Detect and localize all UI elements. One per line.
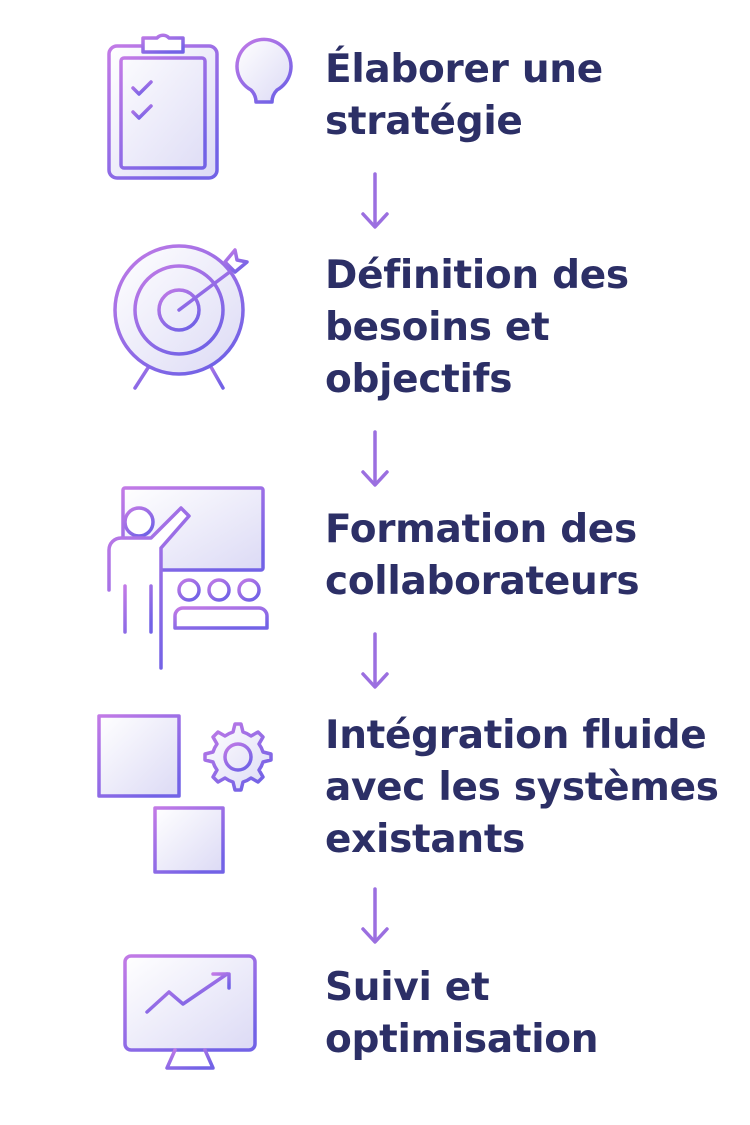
step-4-icon (95, 712, 295, 874)
step-5-icon (95, 950, 295, 1110)
step-2-line-2: besoins et (325, 305, 550, 350)
step-1-line-1: Élaborer une (325, 47, 603, 92)
flow-arrow-4 (358, 885, 392, 947)
step-4-label: Intégration fluide avec les systèmes exi… (325, 710, 740, 866)
step-5-line-1: Suivi et (325, 965, 490, 1010)
target-arrow-icon (113, 244, 249, 390)
step-3-line-1: Formation des (325, 507, 637, 552)
flow-arrow-2 (358, 428, 392, 490)
step-1-line-2: stratégie (325, 99, 523, 144)
clipboard-lightbulb-icon (107, 33, 293, 180)
grid-gear-integration-icon (97, 714, 273, 874)
flow-arrow-3 (358, 630, 392, 692)
arrow-down-icon (361, 887, 389, 944)
step-4-line-1: Intégration fluide (325, 713, 707, 758)
step-2-label: Définition des besoins et objectifs (325, 250, 740, 406)
arrow-down-icon (361, 632, 389, 689)
arrow-down-icon (361, 172, 389, 229)
flow-arrow-1 (358, 170, 392, 232)
step-2-icon (95, 240, 295, 400)
step-3-icon (95, 482, 295, 670)
arrow-down-icon (361, 430, 389, 487)
step-3-label: Formation des collaborateurs (325, 504, 740, 608)
step-4-line-2: avec les systèmes (325, 765, 719, 810)
step-2-line-1: Définition des (325, 253, 629, 298)
step-5-label: Suivi et optimisation (325, 962, 740, 1066)
step-3-line-2: collaborateurs (325, 559, 640, 604)
step-1-icon (95, 28, 295, 188)
step-5-line-2: optimisation (325, 1017, 599, 1062)
step-2-line-3: objectifs (325, 357, 513, 402)
monitor-chart-icon (123, 954, 257, 1072)
presentation-training-icon (107, 486, 269, 670)
step-4-line-3: existants (325, 817, 526, 862)
step-1-label: Élaborer une stratégie (325, 44, 740, 148)
